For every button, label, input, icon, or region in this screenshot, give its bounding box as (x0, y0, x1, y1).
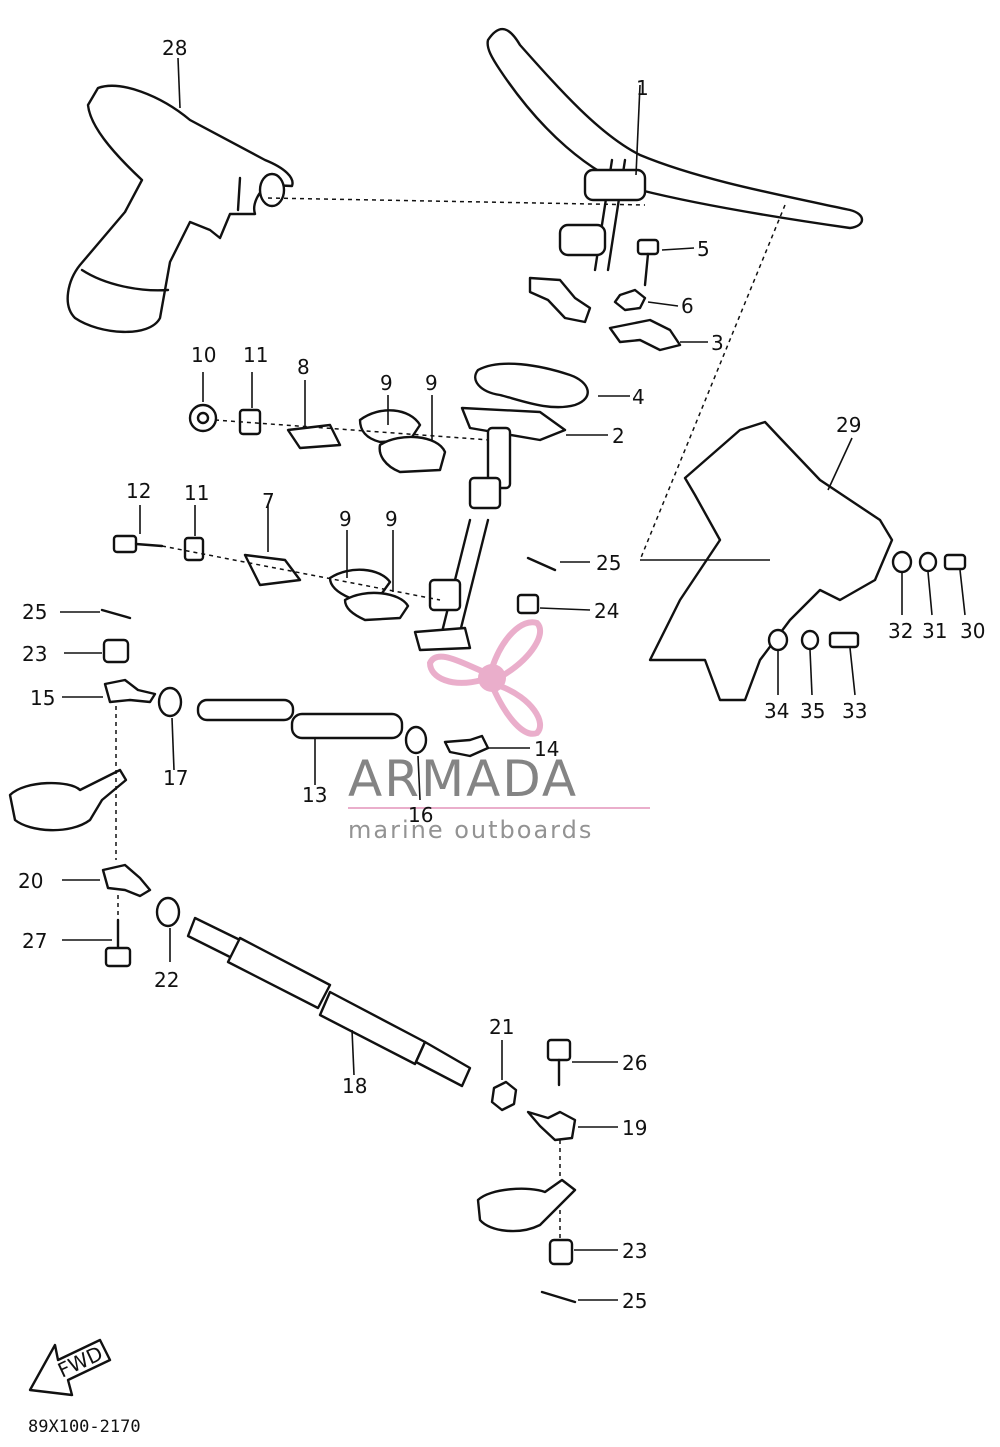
part-label: 7 (262, 489, 275, 513)
part-label: 6 (681, 294, 694, 318)
part-label: 26 (622, 1051, 647, 1075)
nut-22-part (155, 896, 181, 928)
part-label: 14 (534, 737, 559, 761)
part-label: 19 (622, 1116, 647, 1140)
part-label: 33 (842, 699, 867, 723)
part-label: 24 (594, 599, 619, 623)
spacer-34-part (767, 628, 789, 652)
nut-6-part (613, 288, 647, 312)
part-label: 11 (184, 481, 209, 505)
clamp-3-part (608, 318, 682, 352)
part-label: 3 (711, 331, 724, 355)
bolt-33-part (828, 631, 860, 649)
part-label: 13 (302, 783, 327, 807)
nut-16-part (404, 725, 428, 755)
clamp-9d-part (343, 591, 410, 622)
bolt-26-part (546, 1038, 572, 1087)
clamp-9a-part (358, 409, 422, 444)
part-label: 16 (408, 803, 433, 827)
ball-joint-15-part (103, 678, 157, 704)
cotter-pin-25b-part (100, 608, 132, 620)
part-label: 15 (30, 686, 55, 710)
armada-watermark: ARMADA marine outboards (348, 619, 650, 844)
part-label: 27 (22, 929, 47, 953)
part-number-labels: 28 1 5 6 3 10 11 8 9 9 4 2 29 12 11 7 9 … (18, 36, 985, 1313)
part-label: 9 (380, 371, 393, 395)
leader-28 (177, 57, 181, 109)
cotter-pin-25c-part (540, 1290, 577, 1304)
nut-17-part (157, 686, 183, 718)
part-label: 12 (126, 479, 151, 503)
part-label: 25 (596, 551, 621, 575)
part-label: 17 (163, 766, 188, 790)
clamp-9b-part (378, 435, 447, 474)
part-label: 25 (622, 1289, 647, 1313)
part-label: 30 (960, 619, 985, 643)
nut-24-part (516, 593, 540, 615)
nut-21-part (490, 1080, 518, 1112)
part-label: 35 (800, 699, 825, 723)
part-label: 21 (489, 1015, 514, 1039)
part-label: 2 (612, 424, 625, 448)
part-label: 20 (18, 869, 43, 893)
bolt-27-part (104, 918, 132, 968)
part-label: 8 (297, 355, 310, 379)
part-label: 1 (636, 76, 649, 100)
part-label: 25 (22, 600, 47, 624)
part-label: 11 (243, 343, 268, 367)
bolt-5-part (636, 238, 660, 287)
washer-35-part (800, 629, 820, 651)
clamp-8-part (286, 423, 342, 450)
part-label: 23 (22, 642, 47, 666)
washer-11b-part (183, 536, 205, 562)
arm-bracket-left-part (8, 768, 128, 832)
part-label: 9 (385, 507, 398, 531)
part-label: 32 (888, 619, 913, 643)
bolt-30-part (943, 553, 967, 571)
spacer-32-part (891, 550, 913, 574)
part-label: 10 (191, 343, 216, 367)
drawing-code: 89X100-2170 (28, 1417, 141, 1437)
part-label: 22 (154, 968, 179, 992)
plate-2-part (460, 406, 567, 442)
watermark-tagline: marine outboards (348, 816, 593, 844)
part-label: 34 (764, 699, 789, 723)
part-label: 28 (162, 36, 187, 60)
propeller-icon (426, 619, 544, 737)
fwd-label: FWD (54, 1341, 106, 1382)
cover-29-part (648, 420, 894, 702)
bracket-4-part (474, 362, 589, 409)
clamp-7-part (243, 553, 302, 587)
part-label: 18 (342, 1074, 367, 1098)
rod-13-part (196, 698, 404, 740)
steering-shaft-part (413, 426, 512, 652)
bolt-12-part (112, 534, 164, 554)
part-label: 9 (425, 371, 438, 395)
tiller-bar-part (486, 27, 864, 324)
nut-23a-part (102, 638, 130, 664)
part-label: 29 (836, 413, 861, 437)
fwd-arrow-icon: FWD (28, 1338, 112, 1397)
ball-joint-19-part (526, 1110, 577, 1142)
part-label: 31 (922, 619, 947, 643)
nut-10-part (188, 403, 218, 433)
part-label: 9 (339, 507, 352, 531)
rod-18-part (186, 916, 472, 1088)
part-label: 4 (632, 385, 645, 409)
part-label: 5 (697, 237, 710, 261)
nut-23b-part (548, 1238, 574, 1266)
watermark-brand: ARMADA (348, 750, 578, 808)
washer-31-part (918, 551, 938, 573)
part-label: 23 (622, 1239, 647, 1263)
grip-handle-part (66, 84, 294, 334)
ball-joint-20-part (101, 863, 152, 898)
arm-bracket-right-part (476, 1178, 577, 1233)
cotter-pin-25a-part (526, 556, 557, 572)
